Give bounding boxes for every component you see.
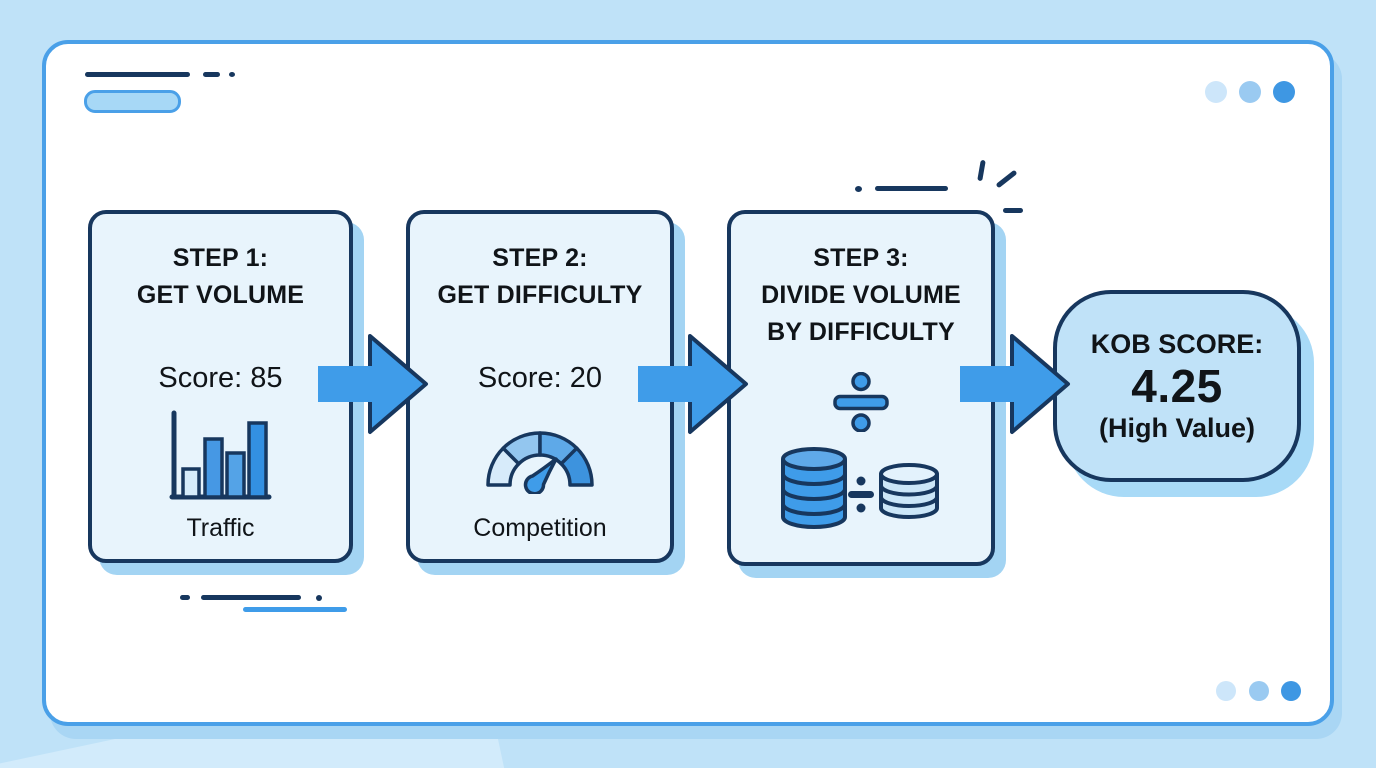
score-value: Score: 20: [477, 362, 603, 394]
decorative-dot: [229, 72, 235, 77]
step-card-2: STEP 2: GET DIFFICULTY Score: 20 Competi…: [406, 210, 674, 563]
step-caption: Traffic: [186, 514, 255, 542]
step-title-line: GET DIFFICULTY: [437, 281, 643, 309]
decorative-dash: [203, 72, 220, 77]
step-title: STEP 3: DIVIDE VOLUME BY DIFFICULTY: [731, 240, 991, 351]
step-card-1: STEP 1: GET VOLUME Score: 85 Traffic: [88, 210, 353, 563]
step-caption: Competition: [473, 514, 607, 542]
kob-score-card: KOB SCORE: 4.25 (High Value): [1053, 290, 1301, 482]
step-title: STEP 1: GET VOLUME: [92, 240, 349, 314]
kob-score-qualifier: (High Value): [1098, 412, 1255, 443]
decorative-line: [875, 186, 948, 191]
decorative-dot: [316, 595, 322, 601]
score-value: Score: 85: [158, 362, 283, 394]
dot-dark: [1273, 81, 1295, 103]
step-title-line: STEP 3:: [813, 244, 909, 272]
gauge-icon: [479, 420, 601, 499]
kob-score-label: KOB SCORE:: [1090, 328, 1264, 359]
step-title-line: GET VOLUME: [136, 281, 305, 309]
arrow-right-icon: [960, 334, 1070, 434]
dot-dark: [1281, 681, 1301, 701]
arrow-right-icon: [318, 334, 428, 434]
step-title-line: DIVIDE VOLUME: [761, 281, 961, 309]
division-icon: [833, 371, 889, 437]
step-title-line: BY DIFFICULTY: [767, 318, 955, 346]
dot-light: [1205, 81, 1227, 103]
decorative-line-blue: [243, 607, 347, 612]
step-title: STEP 2: GET DIFFICULTY: [410, 240, 670, 314]
database-division-icon: [780, 446, 942, 539]
arrow-right-icon: [638, 334, 748, 434]
bar-chart-icon: [169, 410, 273, 509]
step-card-3: STEP 3: DIVIDE VOLUME BY DIFFICULTY: [727, 210, 995, 566]
dot-medium: [1249, 681, 1269, 701]
decorative-pill: [84, 90, 181, 113]
kob-score-value: 4.25: [1131, 359, 1223, 412]
dot-light: [1216, 681, 1236, 701]
sparkle-icon: [1003, 208, 1023, 213]
decorative-line: [85, 72, 190, 77]
decorative-line: [201, 595, 301, 600]
decorative-dot: [855, 186, 862, 192]
step-title-line: STEP 1:: [172, 244, 269, 272]
dot-medium: [1239, 81, 1261, 103]
step-title-line: STEP 2:: [492, 244, 588, 272]
decorative-dash: [180, 595, 190, 600]
